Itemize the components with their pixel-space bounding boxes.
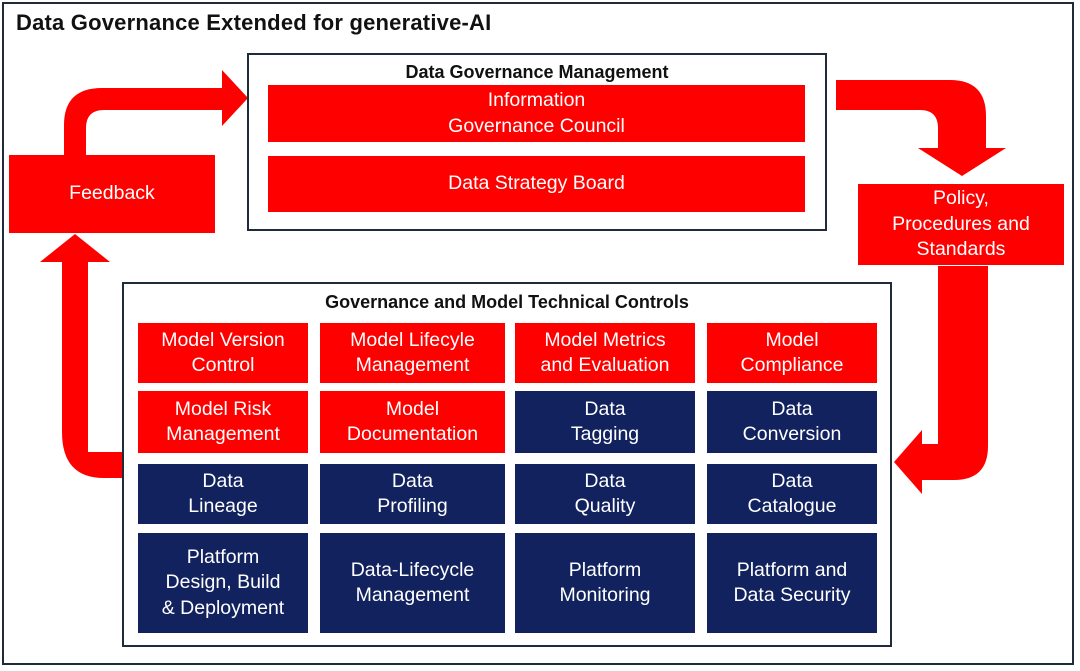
control-cell: Platform Monitoring bbox=[515, 533, 695, 633]
control-cell-label: Model Documentation bbox=[346, 397, 479, 445]
control-cell-label: Data Lineage bbox=[188, 469, 258, 517]
controls-title: Governance and Model Technical Controls bbox=[325, 292, 689, 312]
control-cell-label: Data Catalogue bbox=[747, 469, 837, 517]
control-cell-label: Model Risk Management bbox=[166, 397, 280, 445]
control-cell: Data-Lifecycle Management bbox=[320, 533, 505, 633]
feedback-to-management-arrow bbox=[64, 70, 248, 157]
control-cell: Platform and Data Security bbox=[707, 533, 877, 633]
control-cell-label: Model Metrics and Evaluation bbox=[540, 328, 670, 376]
control-cell: Data Profiling bbox=[320, 464, 505, 524]
control-cell: Data Conversion bbox=[707, 391, 877, 453]
control-cell: Model Compliance bbox=[707, 323, 877, 383]
feedback-box: Feedback bbox=[9, 155, 215, 233]
council-box: Information Governance Council bbox=[268, 85, 805, 142]
policy-to-controls-arrow bbox=[894, 266, 988, 494]
control-cell: Model Version Control bbox=[138, 323, 308, 383]
strategy-board-label: Data Strategy Board bbox=[448, 172, 625, 195]
control-cell-label: Platform Design, Build & Deployment bbox=[161, 545, 285, 619]
council-label: Information Governance Council bbox=[448, 89, 625, 137]
control-cell-label: Platform and Data Security bbox=[733, 558, 851, 606]
control-cell-label: Model Compliance bbox=[740, 328, 844, 376]
control-cell: Data Catalogue bbox=[707, 464, 877, 524]
policy-label: Policy, Procedures and Standards bbox=[892, 187, 1030, 261]
control-cell-label: Data-Lifecycle Management bbox=[350, 558, 475, 606]
strategy-board-box: Data Strategy Board bbox=[268, 156, 805, 212]
controls-to-feedback-arrow bbox=[40, 234, 124, 478]
diagram-title: Data Governance Extended for generative-… bbox=[16, 10, 492, 35]
control-cell: Model Lifecyle Management bbox=[320, 323, 505, 383]
management-title: Data Governance Management bbox=[405, 62, 669, 82]
control-cell: Model Metrics and Evaluation bbox=[515, 323, 695, 383]
control-cell: Model Risk Management bbox=[138, 391, 308, 453]
control-cell: Platform Design, Build & Deployment bbox=[138, 533, 308, 633]
management-to-policy-arrow bbox=[836, 80, 1006, 176]
control-cell-label: Data Tagging bbox=[570, 397, 640, 445]
feedback-label: Feedback bbox=[69, 182, 155, 205]
control-cell-label: Data Profiling bbox=[377, 469, 448, 517]
control-cell-label: Model Version Control bbox=[161, 328, 285, 376]
policy-box: Policy, Procedures and Standards bbox=[858, 184, 1064, 265]
control-cell: Data Tagging bbox=[515, 391, 695, 453]
control-cell: Model Documentation bbox=[320, 391, 505, 453]
control-cell: Data Quality bbox=[515, 464, 695, 524]
control-cell-label: Data Conversion bbox=[742, 397, 842, 445]
control-cell: Data Lineage bbox=[138, 464, 308, 524]
control-cell-label: Platform Monitoring bbox=[559, 558, 651, 606]
control-cell-label: Data Quality bbox=[574, 469, 636, 517]
control-cell-label: Model Lifecyle Management bbox=[350, 328, 475, 376]
